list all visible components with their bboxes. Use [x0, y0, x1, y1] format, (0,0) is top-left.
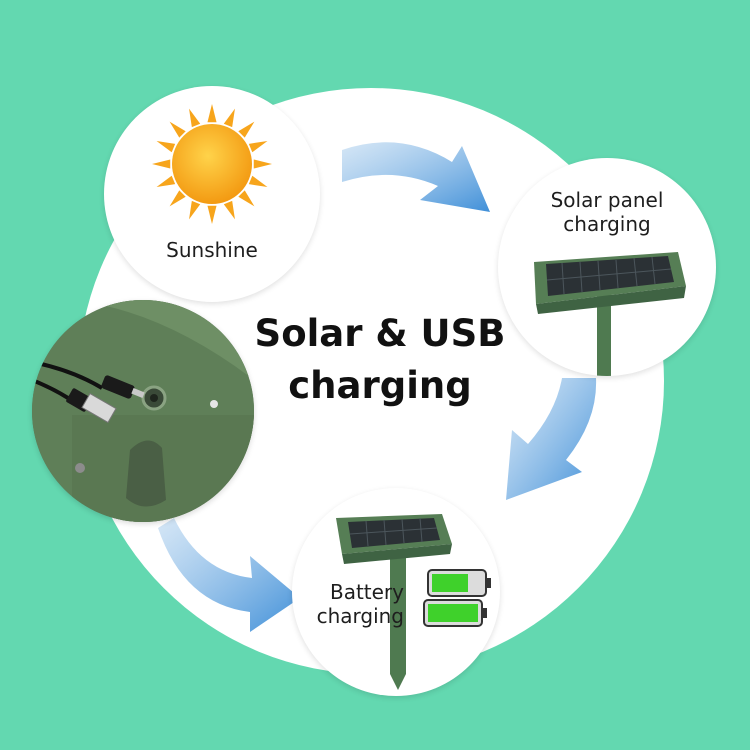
battery-icon — [423, 569, 491, 627]
sun-ray — [248, 141, 268, 153]
sunshine-label: Sunshine — [166, 238, 258, 262]
usb-cable-icon — [32, 300, 254, 522]
solar-panel-step: Solar panel charging — [498, 158, 716, 376]
sun-icon — [152, 104, 272, 224]
sun-ray — [189, 108, 201, 128]
sun-ray — [207, 205, 217, 224]
main-title-line-1: Solar & USB — [254, 312, 506, 355]
sun-ray — [238, 121, 255, 138]
sun-ray — [223, 200, 235, 220]
sun-ray — [152, 159, 171, 169]
main-title-line-2: charging — [288, 364, 472, 407]
sun-ray — [169, 121, 186, 138]
sun-ray — [156, 141, 176, 153]
solar-panel-label-line-1: Solar panel — [550, 188, 664, 212]
sun-ray — [207, 104, 217, 123]
sun-ray — [223, 108, 235, 128]
battery-device-icon — [336, 514, 491, 690]
battery-label-line-1: Battery — [329, 580, 404, 604]
main-title: Solar & USB charging — [230, 308, 530, 412]
sun-ray — [189, 200, 201, 220]
sun-ray — [248, 175, 268, 187]
sun-ray — [156, 175, 176, 187]
usb-step — [32, 300, 254, 522]
sun-ray — [169, 190, 186, 207]
arrow-panel-to-battery — [506, 378, 597, 500]
arrow-usb-to-battery — [158, 518, 300, 632]
solar-panel-label-line-2: charging — [563, 212, 651, 236]
sunshine-step: Sunshine — [104, 86, 320, 302]
sun-ray — [253, 159, 272, 169]
arrow-sun-to-panel — [342, 142, 490, 212]
sun-ray — [238, 190, 255, 207]
solar-panel-icon — [534, 252, 686, 376]
battery-step: Battery charging — [292, 488, 500, 696]
battery-label-line-2: charging — [316, 604, 404, 628]
